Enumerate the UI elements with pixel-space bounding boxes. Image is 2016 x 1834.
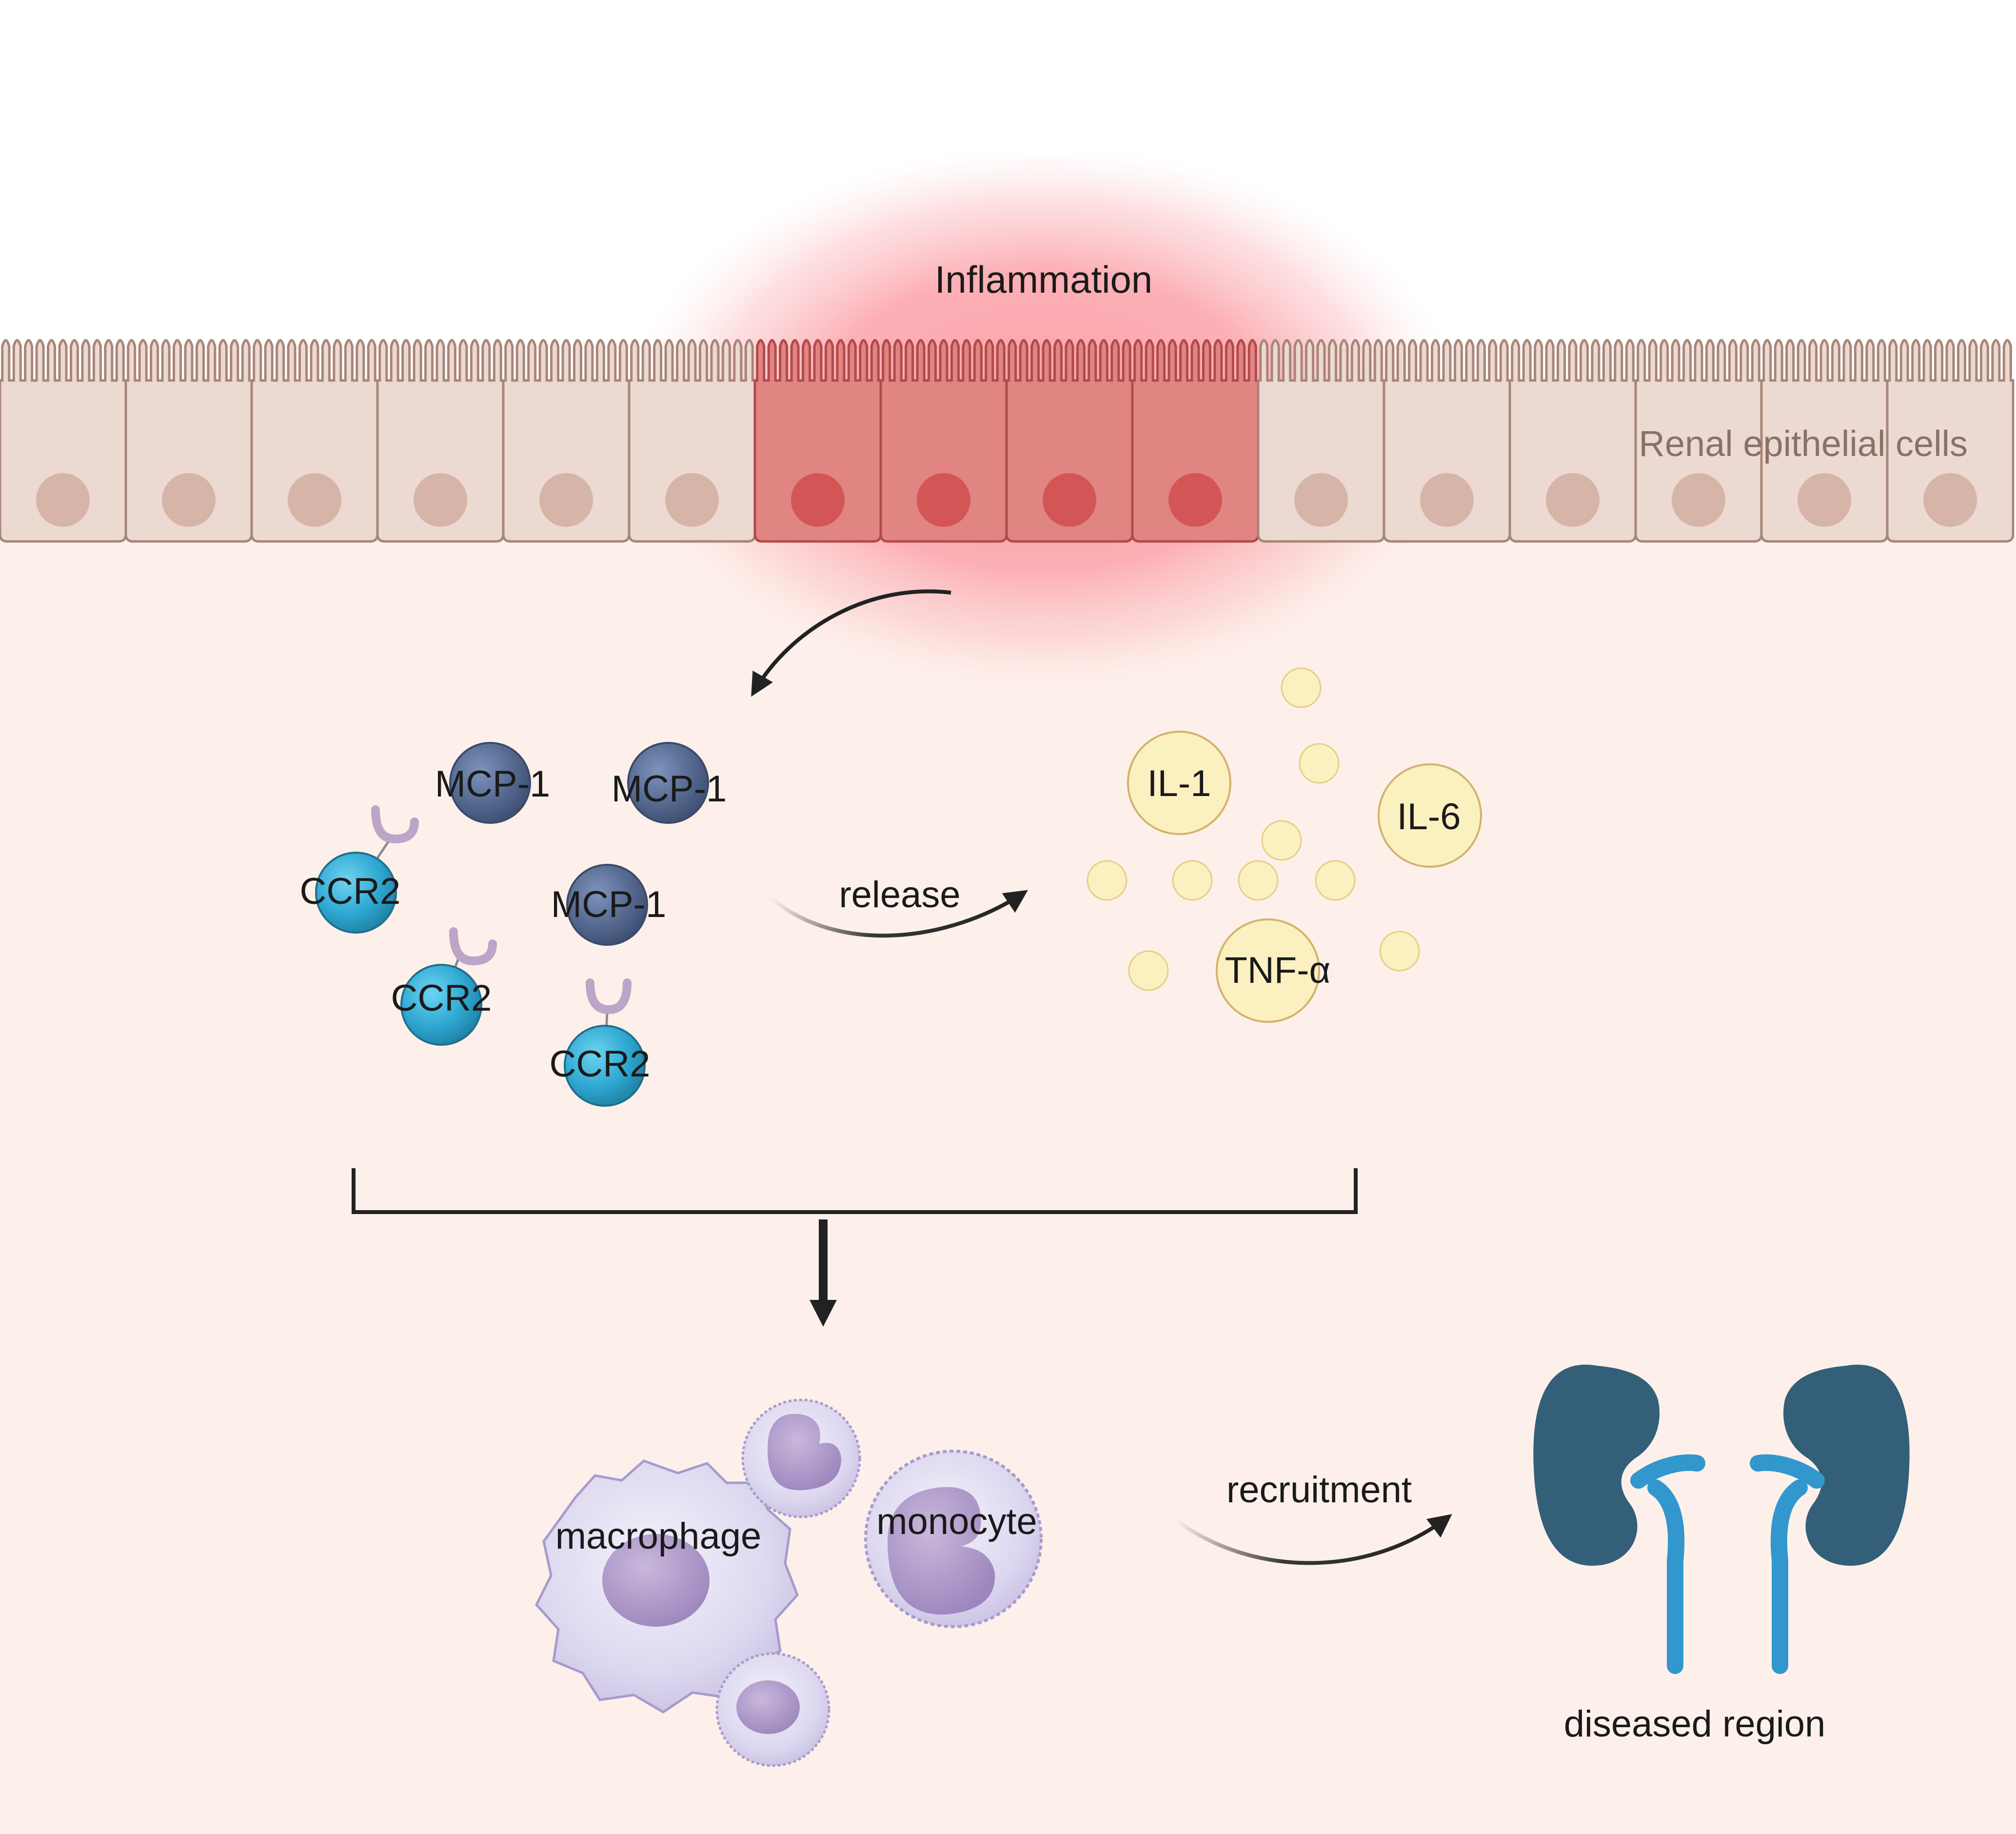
- renal-epithelial-cells-label: Renal epithelial cells: [1639, 423, 1968, 464]
- epithelial-cell: [628, 339, 756, 543]
- release-label: release: [839, 874, 960, 916]
- epithelial-cell: [1760, 339, 1889, 543]
- svg-text:MCP-1: MCP-1: [612, 768, 727, 810]
- ccr2-receptor: CCR2: [300, 805, 419, 934]
- epithelial-cell: [1634, 339, 1763, 543]
- ccr2-receptor: CCR2: [550, 978, 651, 1107]
- epithelial-cell-inflamed: [879, 339, 1008, 543]
- kidney-icon: [1533, 1364, 1910, 1674]
- monocyte-icon: [864, 1450, 1043, 1628]
- tissue-background: [0, 537, 2016, 1834]
- down-arrow-head: [810, 1300, 837, 1327]
- svg-text:MCP-1: MCP-1: [551, 884, 666, 925]
- cell-nucleus: [539, 473, 593, 527]
- recruitment-arrow: [1174, 1514, 1452, 1565]
- receptor-icon: [449, 927, 497, 966]
- svg-text:IL-6: IL-6: [1397, 796, 1461, 837]
- epithelial-cell: [1508, 339, 1637, 543]
- epithelial-cell: [0, 339, 127, 543]
- cell-nucleus: [414, 473, 467, 527]
- mcp1-molecule: MCP-1: [551, 864, 666, 946]
- epithelial-cell: [502, 339, 631, 543]
- immune-cell-top: [741, 1398, 861, 1518]
- right-ureter: [1750, 1454, 1825, 1674]
- renal-epithelium: [0, 339, 2015, 543]
- epithelial-cell: [376, 339, 505, 543]
- cell-nucleus: [36, 473, 90, 527]
- inflammation-to-mcp1-arrow: [751, 589, 951, 697]
- release-arrow: [769, 890, 1028, 938]
- svg-text:CCR2: CCR2: [550, 1043, 651, 1085]
- epithelial-cell-inflamed: [1131, 339, 1260, 543]
- receptor-icon: [586, 978, 632, 1015]
- cell-nucleus: [665, 473, 719, 527]
- il1-cytokine: IL-1: [1127, 731, 1231, 835]
- svg-text:IL-1: IL-1: [1147, 763, 1211, 804]
- epithelial-cell: [124, 339, 253, 543]
- cell-nucleus: [162, 473, 216, 527]
- cell-nucleus: [1798, 473, 1851, 527]
- diseased-region-label: diseased region: [1564, 1703, 1826, 1745]
- mcp1-molecule: MCP-1: [435, 742, 550, 824]
- cell-nucleus: [1672, 473, 1725, 527]
- cell-nucleus: [1168, 473, 1222, 527]
- cell-nucleus: [917, 473, 970, 527]
- combining-bracket: [352, 1168, 1358, 1214]
- inflammation-label: Inflammation: [935, 258, 1153, 301]
- epithelial-cell: [1257, 339, 1385, 543]
- cell-nucleus: [1420, 473, 1474, 527]
- cell-nucleus: [1923, 473, 1977, 527]
- svg-text:MCP-1: MCP-1: [435, 763, 550, 805]
- immune-cell-bottom: [715, 1652, 830, 1767]
- tnfa-cytokine: TNF-α: [1216, 918, 1331, 1023]
- svg-text:CCR2: CCR2: [300, 871, 401, 912]
- cell-nucleus: [1043, 473, 1096, 527]
- il6-cytokine: IL-6: [1378, 763, 1482, 868]
- cell-nucleus: [1546, 473, 1600, 527]
- left-ureter: [1630, 1454, 1705, 1674]
- epithelial-cell: [1383, 339, 1511, 543]
- cell-nucleus: [288, 473, 341, 527]
- epithelial-cell: [250, 339, 379, 543]
- mcp1-molecule: MCP-1: [612, 742, 727, 824]
- receptor-icon: [371, 805, 419, 844]
- cytokine-particles: [1087, 667, 1420, 991]
- cell-nucleus: [1294, 473, 1348, 527]
- macrophage-icon: [535, 1459, 799, 1714]
- macrophage-label: macrophage: [555, 1515, 762, 1557]
- epithelial-cell-inflamed: [753, 339, 882, 543]
- svg-text:TNF-α: TNF-α: [1225, 950, 1331, 991]
- recruitment-label: recruitment: [1226, 1469, 1412, 1511]
- epithelial-cell-inflamed: [1005, 339, 1134, 543]
- svg-text:CCR2: CCR2: [391, 977, 492, 1019]
- monocyte-label: monocyte: [876, 1501, 1037, 1542]
- ccr2-receptor: CCR2: [391, 927, 497, 1046]
- cell-nucleus: [791, 473, 845, 527]
- epithelial-cell: [1886, 339, 2015, 543]
